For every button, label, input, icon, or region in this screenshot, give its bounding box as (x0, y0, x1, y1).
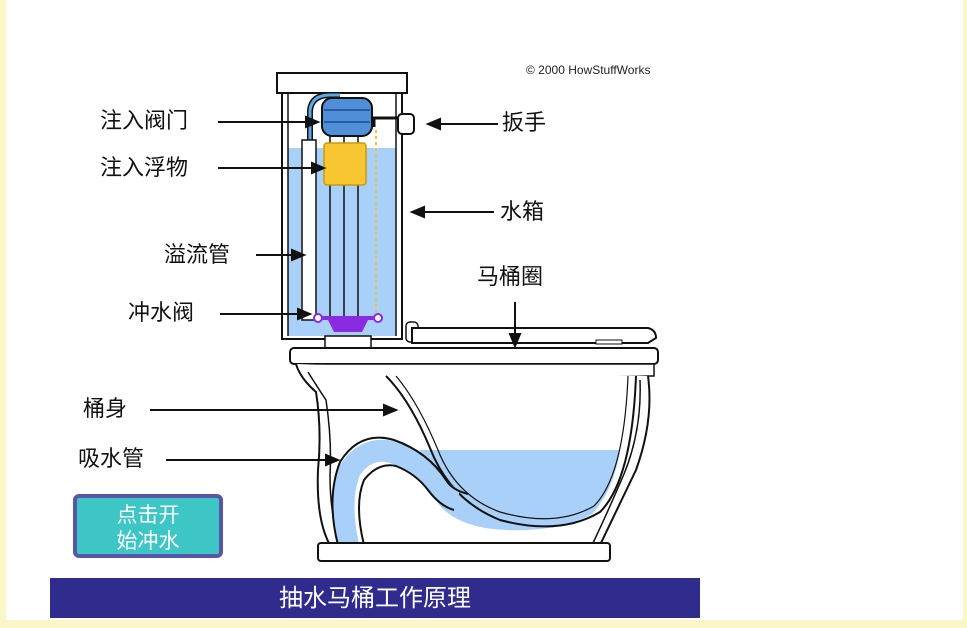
label-overflow-tube: 溢流管 (164, 243, 231, 268)
label-handle: 扳手 (502, 111, 547, 136)
label-flush-valve: 冲水阀 (128, 301, 195, 326)
overflow-tube (301, 139, 317, 321)
label-fill-float: 注入浮物 (100, 156, 189, 181)
fill-valve (321, 97, 373, 137)
bowl-base (317, 542, 611, 562)
toilet-seat (411, 327, 658, 345)
handle (372, 113, 415, 135)
label-siphon-tube: 吸水管 (78, 447, 145, 472)
bowl-water (420, 450, 620, 531)
siphon-tube (331, 436, 469, 548)
copyright-text: © 2000 HowStuffWorks (526, 63, 651, 77)
label-bowl: 桶身 (83, 397, 128, 422)
flush-valve (313, 313, 383, 332)
start-flush-button[interactable]: 点击开 始冲水 (73, 494, 223, 558)
start-flush-button-line2: 始冲水 (116, 529, 180, 553)
fill-float (323, 142, 367, 186)
diagram-title: 抽水马桶工作原理 (50, 578, 700, 618)
label-arrows (150, 115, 522, 467)
bowl-rim (289, 347, 659, 365)
label-fill-valve: 注入阀门 (100, 109, 189, 134)
label-tank: 水箱 (500, 200, 545, 225)
start-flush-button-line1: 点击开 (116, 503, 180, 527)
label-seat: 马桶圈 (477, 265, 544, 290)
